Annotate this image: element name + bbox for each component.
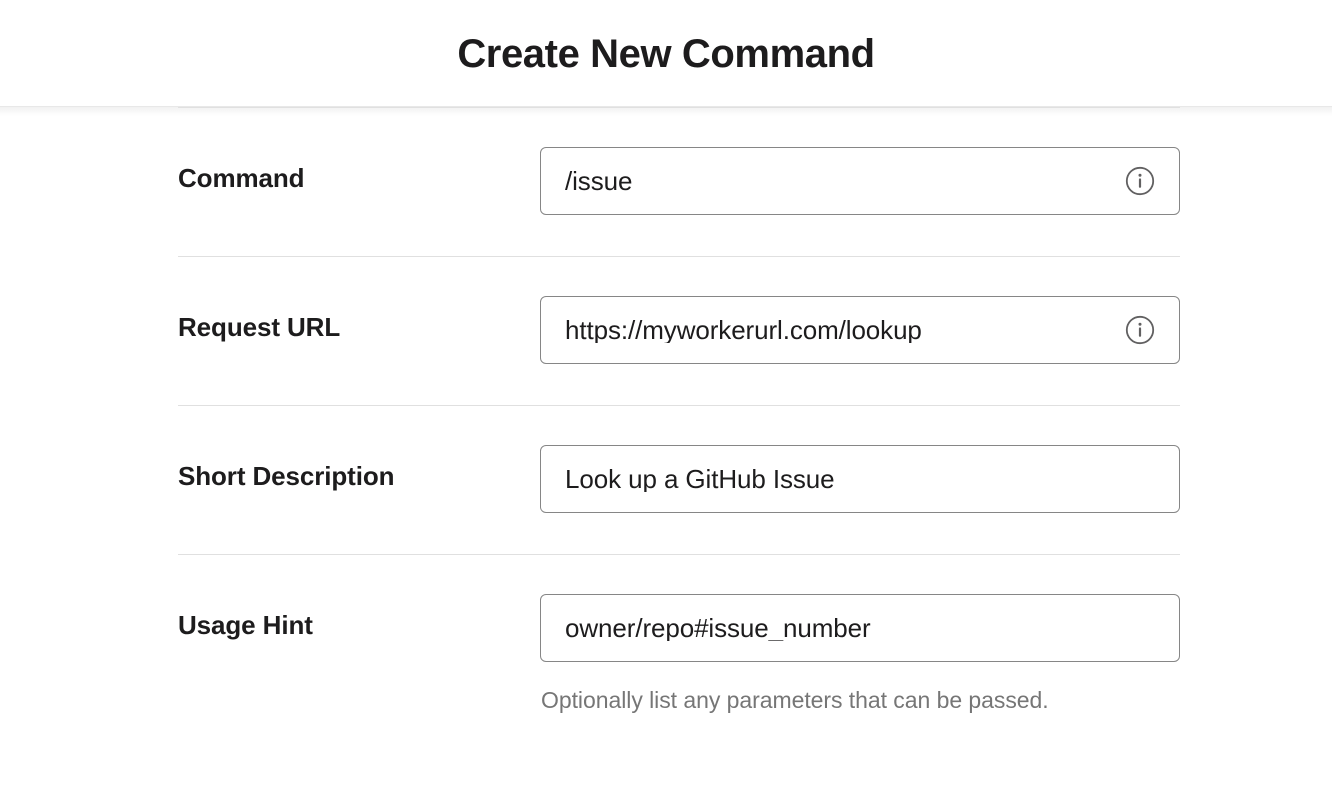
section-divider	[178, 107, 1180, 108]
field-group-usage-hint: owner/repo#issue_number Optionally list …	[540, 594, 1180, 716]
page-title: Create New Command	[457, 31, 875, 76]
usage-hint-input[interactable]: owner/repo#issue_number	[540, 594, 1180, 662]
section-divider	[178, 256, 1180, 257]
form-row-usage-hint: Usage Hint owner/repo#issue_number Optio…	[178, 555, 1180, 716]
info-icon[interactable]	[1125, 315, 1155, 345]
command-input[interactable]: /issue	[540, 147, 1180, 215]
field-group-command: /issue	[540, 147, 1180, 215]
label-command: Command	[178, 163, 305, 193]
usage-hint-input-value: owner/repo#issue_number	[565, 615, 871, 641]
section-divider	[178, 554, 1180, 555]
form-row-request-url: Request URL https://myworkerurl.com/look…	[178, 257, 1180, 405]
request-url-input-value: https://myworkerurl.com/lookup	[565, 317, 922, 343]
label-usage-hint: Usage Hint	[178, 610, 313, 640]
modal-body: Command /issue Request URL	[0, 107, 1332, 716]
form-row-command: Command /issue	[178, 108, 1180, 256]
usage-hint-helper-text: Optionally list any parameters that can …	[541, 687, 1049, 713]
short-description-input[interactable]: Look up a GitHub Issue	[540, 445, 1180, 513]
short-description-input-value: Look up a GitHub Issue	[565, 466, 835, 492]
section-divider	[178, 405, 1180, 406]
label-short-description: Short Description	[178, 461, 395, 491]
header-divider	[0, 106, 1332, 107]
field-group-short-description: Look up a GitHub Issue	[540, 445, 1180, 513]
info-icon[interactable]	[1125, 166, 1155, 196]
request-url-input[interactable]: https://myworkerurl.com/lookup	[540, 296, 1180, 364]
form-row-short-description: Short Description Look up a GitHub Issue	[178, 406, 1180, 554]
modal-header: Create New Command	[0, 0, 1332, 107]
label-request-url: Request URL	[178, 312, 341, 342]
field-group-request-url: https://myworkerurl.com/lookup	[540, 296, 1180, 364]
command-input-value: /issue	[565, 168, 633, 194]
command-form: Command /issue Request URL	[178, 107, 1180, 716]
